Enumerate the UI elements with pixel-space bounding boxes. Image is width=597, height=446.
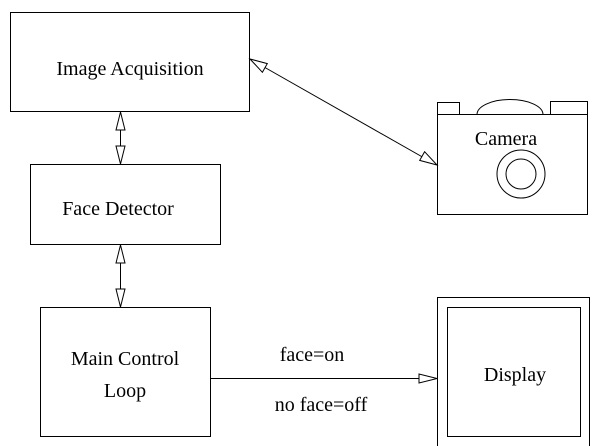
camera-label: Camera [475,128,537,150]
main-control-loop-label-line-2: Loop [104,380,146,402]
camera-right-bump [550,101,588,115]
edge-acquisition-camera-line [256,62,434,164]
main-control-loop-box [40,307,211,437]
camera-lens-inner [505,158,537,190]
camera-top-dome [476,99,544,115]
main-control-loop-label-line-1: Main Control [71,348,180,370]
edge-label-no-face-off: no face=off [275,394,368,416]
edge-acquisition-camera [248,58,439,166]
image-acquisition-box [10,12,250,112]
edge-control-display: face=on no face=off [211,344,438,416]
edge-acquisition-detector-arrowhead-down [115,145,126,165]
edge-label-face-on: face=on [280,344,345,366]
display-label: Display [484,364,546,386]
edge-control-display-arrowhead [418,373,438,384]
face-detector-node: Face Detector [30,164,221,245]
image-acquisition-node: Image Acquisition [10,12,250,112]
edge-acquisition-detector-arrowhead-up [115,111,126,131]
face-detector-label: Face Detector [62,198,174,220]
display-screen [447,307,581,437]
camera-node: Camera [437,99,588,215]
edge-detector-control-arrowhead-down [115,288,126,308]
edge-acquisition-camera-arrowhead-end [418,150,439,166]
face-detector-box [30,164,221,245]
camera-left-bump [437,102,460,115]
edge-detector-control [115,244,126,308]
edge-acquisition-camera-arrowhead-start [248,58,269,74]
image-acquisition-label: Image Acquisition [56,58,203,80]
main-control-loop-node: Main Control Loop [40,307,211,437]
display-node: Display [437,297,590,446]
edge-acquisition-detector [115,111,126,165]
edge-detector-control-arrowhead-up [115,244,126,264]
